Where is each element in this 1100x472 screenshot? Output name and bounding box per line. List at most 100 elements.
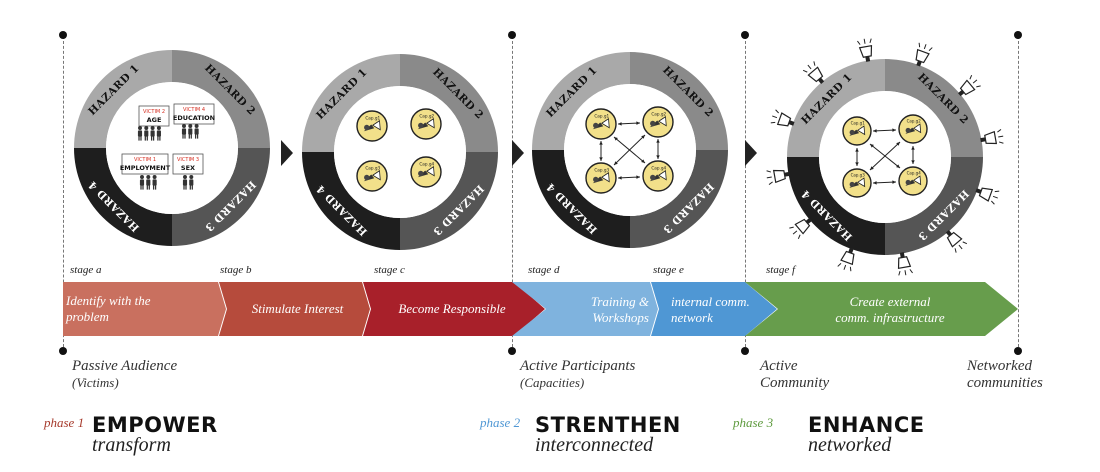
phase-3-title: ENHANCE bbox=[808, 413, 925, 437]
capacity-3: Cap.g3 bbox=[585, 162, 617, 194]
victim-label-4: SEX bbox=[181, 164, 195, 172]
stage-label-e: stage e bbox=[653, 264, 684, 276]
step-1-line2: problem bbox=[66, 309, 109, 324]
timeline-dot-top-4 bbox=[1014, 31, 1022, 39]
link-arrow-6 bbox=[613, 134, 646, 166]
victim-label-3: EMPLOYMENT bbox=[120, 164, 171, 172]
hazard-quadrant-3 bbox=[400, 152, 498, 250]
capacity-label-2: Cap.g2 bbox=[907, 119, 922, 124]
stage-label-c: stage c bbox=[374, 264, 405, 276]
people-icon bbox=[181, 124, 199, 139]
capacity-label-1: Cap.g1 bbox=[365, 115, 380, 120]
capacity-label-3: Cap.g3 bbox=[365, 165, 380, 170]
step-5-text: internal comm. network bbox=[671, 294, 761, 326]
capacity-label-2: Cap.g2 bbox=[419, 113, 434, 118]
capacity-label-3: Cap.g3 bbox=[594, 167, 609, 172]
step-6-text: Create external comm. infrastructure bbox=[800, 294, 980, 326]
step-arrow-3 bbox=[363, 282, 545, 336]
capacity-4: Cap.g4 bbox=[898, 166, 928, 196]
capacity-4: Cap.g4 bbox=[410, 156, 442, 188]
timeline-line-3 bbox=[745, 36, 746, 352]
step-1-text: Identify with the problem bbox=[66, 293, 206, 325]
hazard-quadrant-1 bbox=[302, 54, 400, 152]
hazard-quadrant-2 bbox=[885, 59, 983, 157]
hazard-quadrant-2 bbox=[400, 54, 498, 152]
step-4-text: Training & Workshops bbox=[565, 294, 649, 326]
step-6-line2: comm. infrastructure bbox=[835, 310, 945, 325]
step-arrow-4 bbox=[512, 282, 658, 336]
audience-2-sub: (Capacities) bbox=[520, 375, 585, 390]
stage-label-f: stage f bbox=[766, 264, 796, 276]
hazard-quadrant-4 bbox=[302, 152, 400, 250]
megaphone-icon bbox=[857, 38, 873, 62]
step-2-text: Stimulate Interest bbox=[230, 301, 365, 317]
audience-4-title: Networked bbox=[967, 358, 1032, 374]
link-arrow-8 bbox=[855, 148, 859, 166]
timeline-dot-bottom-2 bbox=[508, 347, 516, 355]
hazard-quadrant-3 bbox=[630, 150, 728, 248]
step-4-line1: Training & bbox=[590, 294, 649, 309]
timeline-line-2 bbox=[512, 36, 513, 352]
megaphone-icon bbox=[802, 61, 825, 84]
step-2-line1: Stimulate Interest bbox=[251, 301, 344, 316]
stage-separator-3 bbox=[745, 140, 757, 166]
ring-center bbox=[106, 82, 238, 214]
audience-1-sub: (Victims) bbox=[72, 375, 119, 390]
stage-separator-2 bbox=[512, 140, 524, 166]
phase-3-subtitle: networked bbox=[808, 434, 892, 456]
phase-2-tag: phase 2 bbox=[480, 415, 521, 430]
megaphone-icon bbox=[975, 187, 1000, 205]
hazard-quadrant-3 bbox=[885, 157, 983, 255]
victim-tag-4: VICTIM 3 bbox=[177, 157, 199, 163]
hazard-quadrant-4 bbox=[787, 157, 885, 255]
megaphone-icon bbox=[766, 169, 790, 185]
step-3-line1: Become Responsible bbox=[398, 301, 506, 316]
audience-1: Passive Audience (Victims) bbox=[72, 358, 177, 391]
capacity-2: Cap.g2 bbox=[642, 106, 674, 138]
megaphone-icon bbox=[897, 252, 913, 276]
step-3-text: Become Responsible bbox=[378, 301, 526, 317]
people-icon bbox=[137, 126, 161, 141]
megaphone-icon bbox=[789, 217, 812, 240]
timeline-dot-top-1 bbox=[59, 31, 67, 39]
capacity-2: Cap.g2 bbox=[898, 114, 928, 144]
capacity-1: Cap.g1 bbox=[585, 108, 617, 140]
capacity-1: Cap.g1 bbox=[842, 116, 872, 146]
timeline-line-4 bbox=[1018, 36, 1019, 352]
capacity-label-3: Cap.g3 bbox=[851, 173, 866, 178]
people-icon bbox=[139, 175, 157, 190]
stage-label-b: stage b bbox=[220, 264, 252, 276]
audience-4: Networked communities bbox=[967, 358, 1043, 392]
stage-label-d: stage d bbox=[528, 264, 560, 276]
hazard-quadrant-1 bbox=[532, 52, 630, 150]
megaphone-icon bbox=[958, 74, 981, 97]
timeline-dot-top-3 bbox=[741, 31, 749, 39]
timeline-dot-bottom-4 bbox=[1014, 347, 1022, 355]
link-arrow-4 bbox=[617, 175, 641, 180]
hazard-quadrant-4 bbox=[532, 150, 630, 248]
timeline-dot-bottom-1 bbox=[59, 347, 67, 355]
victim-label-2: EDUCATION bbox=[173, 114, 215, 122]
link-arrow-9 bbox=[911, 146, 915, 164]
ring-center bbox=[819, 91, 951, 223]
step-6-line1: Create external bbox=[849, 294, 931, 309]
audience-3: Active Community bbox=[760, 358, 829, 392]
link-arrow-3 bbox=[656, 139, 660, 159]
step-5-line1: internal comm. bbox=[671, 294, 750, 309]
hazard-quadrant-3 bbox=[172, 148, 270, 246]
capacity-label-2: Cap.g2 bbox=[651, 111, 666, 116]
victim-tag-3: VICTIM 1 bbox=[134, 157, 156, 163]
stage-separator-1 bbox=[281, 140, 293, 166]
megaphone-icon bbox=[980, 129, 1004, 145]
process-arrows bbox=[63, 282, 1018, 336]
step-4-line2: Workshops bbox=[592, 310, 649, 325]
capacity-label-1: Cap.g1 bbox=[594, 113, 609, 118]
step-arrow-5 bbox=[651, 282, 777, 336]
audience-2: Active Participants (Capacities) bbox=[520, 358, 635, 391]
capacity-4: Cap.g4 bbox=[642, 160, 674, 192]
